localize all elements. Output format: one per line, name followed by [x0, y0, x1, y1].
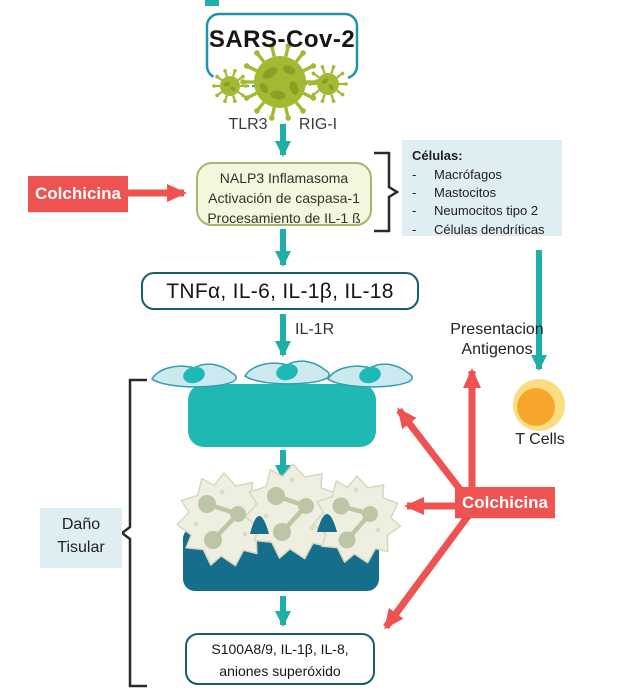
- arrow-colchicina-to-epithelium: [396, 407, 465, 495]
- virus-icon: [211, 40, 349, 124]
- list-item: - Mastocitos: [412, 184, 554, 202]
- epithelial-cells-icon: [151, 360, 413, 447]
- rig-i-label: RIG-I: [298, 116, 338, 133]
- colchicina-box-mid: Colchicina: [455, 487, 555, 518]
- products-line-2: aniones superóxido: [219, 662, 341, 679]
- dano-tisular-box: Daño Tisular: [40, 508, 122, 568]
- bracket-nalp3-to-cells: [374, 151, 400, 233]
- bracket-dano-tisular: [119, 378, 147, 688]
- bullet-dash: -: [412, 167, 417, 182]
- nalp3-line-1: NALP3 Inflamasoma: [219, 170, 349, 186]
- nalp3-line-3: Procesamiento de IL-1 ß: [207, 209, 361, 226]
- presentacion-line-2: Antigenos: [461, 341, 533, 358]
- sars-cov-2-title: SARS-Cov-2: [208, 26, 356, 53]
- cells-list-box: Células: - Macrófagos - Mastocitos - Neu…: [402, 140, 562, 239]
- tlr3-label: TLR3: [228, 116, 268, 133]
- dano-line-2: Tisular: [57, 539, 105, 557]
- t-cell-icon: [513, 379, 565, 431]
- cell-type-macrofagos: Macrófagos: [434, 167, 502, 182]
- colchicina-left-label: Colchicina: [35, 184, 121, 203]
- colchicina-mid-label: Colchicina: [462, 492, 548, 512]
- t-cells-label: T Cells: [515, 431, 565, 448]
- arrow-colchicina-to-products: [383, 513, 471, 630]
- bullet-dash: -: [412, 185, 417, 201]
- presentacion-line-1: Presentacion: [450, 321, 544, 338]
- nalp3-line-2: Activación de caspasa-1: [208, 189, 360, 206]
- list-item: - Células dendríticas: [412, 221, 554, 239]
- cell-type-mastocitos: Mastocitos: [434, 185, 497, 201]
- nalp3-inflammasome-box: NALP3 Inflamasoma Activación de caspasa-…: [196, 162, 372, 226]
- cell-type-neumocitos: Neumocitos tipo 2: [434, 203, 539, 219]
- page-crop-mark: [205, 0, 219, 6]
- dano-line-1: Daño: [61, 516, 101, 533]
- cell-type-dendriticas: Células dendríticas: [434, 221, 545, 237]
- neutrophils-icon: [176, 463, 402, 591]
- products-line-1: S100A8/9, IL-1β, IL-8,: [211, 641, 349, 657]
- il-1r-label: IL-1R: [295, 321, 335, 338]
- list-item: - Macrófagos: [412, 166, 554, 184]
- bullet-dash: -: [412, 221, 417, 237]
- bottom-products-box: S100A8/9, IL-1β, IL-8, aniones superóxid…: [185, 633, 375, 685]
- cytokine-box: TNFα, IL-6, IL-1β, IL-18: [141, 272, 419, 310]
- presentacion-antigenos-label: Presentacion Antigenos: [435, 320, 559, 360]
- cells-list-title: Células:: [412, 148, 463, 163]
- bullet-dash: -: [412, 203, 417, 219]
- colchicina-box-left: Colchicina: [28, 176, 128, 212]
- list-item: - Neumocitos tipo 2: [412, 202, 554, 220]
